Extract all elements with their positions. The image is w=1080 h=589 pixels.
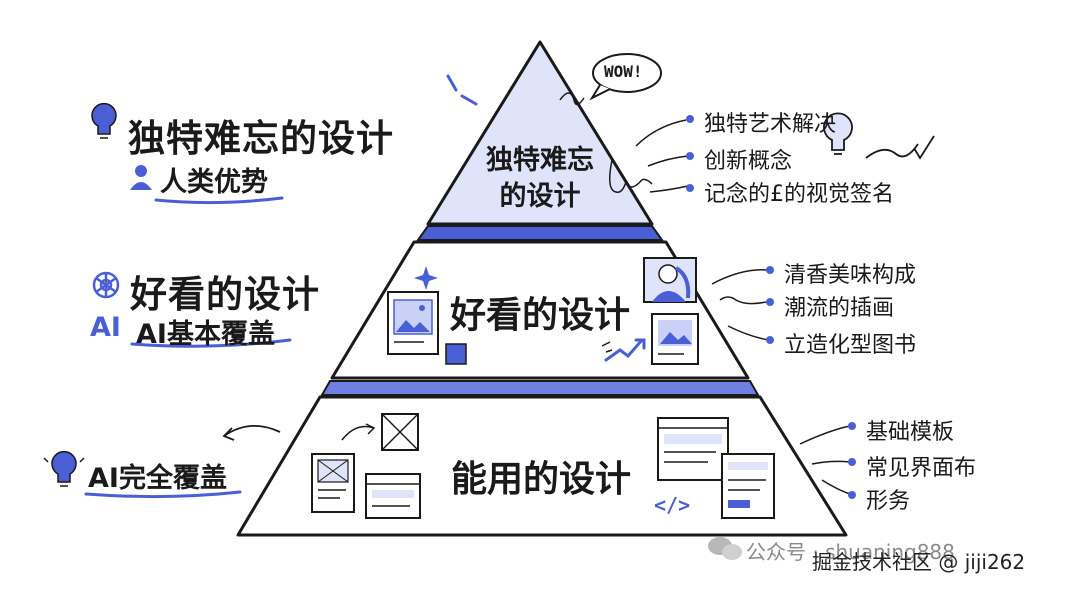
bottom-tier-label: 能用的设计 <box>450 459 631 500</box>
mid-bullets <box>766 266 774 344</box>
layout-window-icon <box>657 417 729 481</box>
signature-scribble-icon <box>609 159 653 194</box>
lightbulb-icon <box>43 450 85 487</box>
underline-decoration <box>130 338 292 348</box>
top-annotation-2: 创新概念 <box>704 149 793 174</box>
scribble-icon <box>559 92 585 106</box>
watermark-back: 公众号 · shuaning888 <box>746 540 955 564</box>
form-card-icon <box>721 453 775 519</box>
bottom-annotation-3: 形务 <box>866 489 911 514</box>
lightbulb-icon <box>91 102 117 139</box>
top-connectors <box>635 119 689 193</box>
checkmark-scribble-icon <box>865 135 935 160</box>
mid-annotation-1: 清香美味构成 <box>784 263 917 288</box>
trend-arrow-icon <box>604 338 646 362</box>
lightbulb-icon <box>823 112 853 155</box>
left-mid-title: 好看的设计 <box>130 273 320 316</box>
mid-annotation-2: 潮流的插画 <box>784 296 895 321</box>
wow-text: WOW! <box>604 62 643 81</box>
bottom-annotation-1: 基础模板 <box>866 420 955 445</box>
top-tier-label-line2: 的设计 <box>499 181 581 212</box>
left-mid-subtitle: AI基本覆盖 <box>136 319 275 350</box>
portrait-icon <box>643 257 697 303</box>
underline-decoration <box>154 196 284 205</box>
placeholder-image-icon <box>381 413 419 451</box>
left-bottom-title: AI完全覆盖 <box>88 463 227 494</box>
wechat-icon <box>708 537 742 560</box>
person-icon <box>130 165 152 190</box>
underline-decoration <box>84 490 242 499</box>
wow-bubble <box>589 53 662 101</box>
mid-connectors <box>711 269 769 341</box>
browser-window-icon <box>365 473 421 519</box>
top-annotation-3: 记念的£的视觉签名 <box>704 182 894 207</box>
left-arrow-icon <box>222 425 281 441</box>
pyramid-band-1 <box>416 225 664 241</box>
pyramid-band-2 <box>320 380 760 396</box>
ai-badge: AI <box>90 312 121 343</box>
image-card-icon <box>387 291 439 355</box>
middle-tier-label: 好看的设计 <box>449 295 630 336</box>
left-top-subtitle: 人类优势 <box>160 167 268 198</box>
pyramid-top-tier <box>426 40 654 226</box>
openai-logo-icon <box>92 271 120 299</box>
landscape-card-icon <box>651 313 699 365</box>
sparkle-icon <box>446 74 478 106</box>
bottom-bullets <box>848 422 856 499</box>
top-bullets <box>686 115 694 192</box>
left-top-title: 独特难忘的设计 <box>128 117 394 160</box>
code-icon: </> <box>654 493 690 517</box>
top-tier-label-line1: 独特难忘 <box>486 145 594 176</box>
star-icon <box>414 266 438 290</box>
watermark-front: 掘金技术社区 @ jiji262 <box>812 550 1026 574</box>
top-annotation-1: 独特艺术解决 <box>704 112 837 137</box>
curved-arrow-icon <box>341 423 376 441</box>
doodle-icon <box>601 341 613 353</box>
document-card-icon <box>311 453 355 513</box>
square-icon <box>445 343 467 365</box>
mid-annotation-3: 立造化型图书 <box>784 333 917 358</box>
bottom-annotation-2: 常见界面布 <box>866 456 977 481</box>
bottom-connectors <box>799 425 851 495</box>
